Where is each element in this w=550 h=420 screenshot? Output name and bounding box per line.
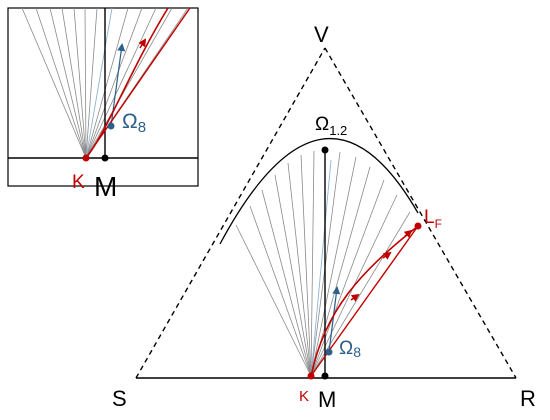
omega-12-sub: 1.2	[329, 123, 347, 138]
lf-base: L	[424, 207, 435, 228]
boundary-curve	[219, 138, 419, 245]
tie-line	[274, 174, 312, 377]
inset-point-omega-8-label: Ω8	[122, 110, 146, 136]
triangle-side-left	[135, 47, 326, 379]
point-m-label: M	[318, 387, 336, 412]
inset-tie-line	[84, 8, 87, 159]
tie-line	[310, 156, 357, 377]
inset-tie-line	[85, 8, 129, 159]
point-lf-marker	[414, 222, 422, 230]
red-arrow-head	[403, 229, 413, 238]
inset-tie-line	[73, 8, 87, 159]
inset-omega-8-base: Ω	[122, 110, 138, 133]
point-k-marker	[307, 372, 315, 380]
inset-omega-8-sub: 8	[138, 119, 146, 136]
inset-tie-line	[61, 8, 87, 159]
light-blue-line	[310, 159, 332, 377]
tie-line	[310, 179, 385, 377]
inset-tie-line	[85, 8, 157, 159]
red-arrow-head	[382, 251, 392, 260]
inset-point-m-label: M	[94, 171, 117, 202]
inset-point-k-label: K	[72, 172, 85, 193]
tie-line	[300, 154, 312, 377]
inset-red-straight-line	[85, 8, 191, 159]
omega-12-base: Ω	[315, 114, 329, 135]
ternary-diagram: V S R M K Ω1.2 Ω8 LF	[112, 22, 536, 412]
tie-line	[310, 150, 315, 377]
point-k-label: K	[299, 388, 309, 405]
inset-point-omega-8-marker	[107, 122, 115, 130]
inset-tie-line	[49, 8, 87, 159]
inset-point-m-marker	[101, 154, 109, 162]
vertex-r-label: R	[520, 386, 536, 411]
tie-line	[287, 162, 312, 377]
lf-sub: F	[435, 217, 442, 231]
point-omega-8-label: Ω8	[339, 338, 361, 360]
point-lf-label: LF	[424, 207, 442, 231]
inset-tie-line	[85, 8, 143, 159]
inset-tie-line	[85, 8, 173, 159]
red-trajectory-curve	[310, 225, 419, 377]
triangle-side-right	[324, 47, 517, 379]
tie-line-fan	[235, 150, 411, 377]
inset-tie-line	[21, 8, 87, 159]
point-omega-8-marker	[325, 348, 333, 356]
omega-8-sub: 8	[353, 344, 361, 360]
blue-direction-arrow	[328, 286, 341, 353]
inset-tie-line	[85, 8, 98, 159]
tie-line	[261, 189, 312, 377]
inset-red-arrow-head	[138, 38, 147, 49]
omega-8-base: Ω	[339, 338, 353, 359]
inset-light-blue-line	[85, 8, 113, 159]
tie-line	[249, 205, 312, 377]
vertex-v-label: V	[314, 22, 329, 47]
point-m-marker	[321, 372, 329, 380]
inset-tie-line	[35, 8, 87, 159]
point-omega-12-marker	[321, 146, 329, 154]
tie-line	[310, 211, 411, 377]
zoom-inset: M K Ω8	[7, 7, 199, 202]
vertex-s-label: S	[112, 386, 127, 411]
inset-point-k-marker	[82, 154, 90, 162]
point-omega-12-label: Ω1.2	[315, 114, 347, 138]
red-arrow-head	[350, 293, 360, 302]
tie-line	[235, 224, 312, 377]
